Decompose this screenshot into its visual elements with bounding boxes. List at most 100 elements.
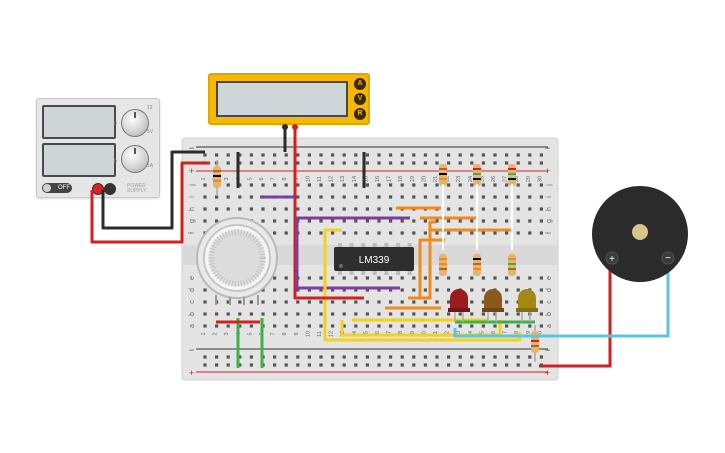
breadboard-hole[interactable]	[435, 153, 439, 157]
breadboard-hole[interactable]	[505, 153, 509, 157]
breadboard-hole[interactable]	[505, 324, 509, 328]
resistor-2[interactable]	[473, 164, 481, 186]
breadboard-hole[interactable]	[342, 195, 346, 199]
breadboard-hole[interactable]	[481, 153, 485, 157]
led-red[interactable]	[448, 289, 470, 322]
breadboard-hole[interactable]	[354, 231, 358, 235]
breadboard-hole[interactable]	[470, 183, 474, 187]
breadboard-hole[interactable]	[539, 324, 543, 328]
breadboard-hole[interactable]	[400, 219, 404, 223]
breadboard-hole[interactable]	[389, 219, 393, 223]
breadboard-hole[interactable]	[389, 183, 393, 187]
breadboard-hole[interactable]	[423, 231, 427, 235]
breadboard-hole[interactable]	[203, 153, 207, 157]
breadboard-hole[interactable]	[307, 219, 311, 223]
breadboard-hole[interactable]	[261, 161, 265, 165]
breadboard-hole[interactable]	[307, 207, 311, 211]
breadboard-hole[interactable]	[389, 207, 393, 211]
breadboard-hole[interactable]	[307, 363, 311, 367]
breadboard-hole[interactable]	[331, 219, 335, 223]
led-olive[interactable]	[516, 289, 538, 322]
breadboard-hole[interactable]	[528, 195, 532, 199]
breadboard-hole[interactable]	[238, 153, 242, 157]
breadboard-hole[interactable]	[296, 288, 300, 292]
breadboard-hole[interactable]	[516, 183, 520, 187]
breadboard-hole[interactable]	[412, 355, 416, 359]
breadboard-hole[interactable]	[238, 183, 242, 187]
breadboard-hole[interactable]	[342, 183, 346, 187]
breadboard-hole[interactable]	[273, 288, 277, 292]
breadboard-hole[interactable]	[505, 363, 509, 367]
breadboard-hole[interactable]	[319, 324, 323, 328]
breadboard-hole[interactable]	[458, 312, 462, 316]
breadboard-hole[interactable]	[505, 195, 509, 199]
negative-terminal[interactable]	[104, 183, 116, 195]
breadboard-hole[interactable]	[435, 276, 439, 280]
breadboard-hole[interactable]	[203, 195, 207, 199]
power-supply[interactable]: 0 5V 12 0 1A OFF POWER SUPPLY	[36, 98, 160, 198]
buzzer-negative-wire[interactable]	[453, 262, 670, 338]
breadboard-hole[interactable]	[400, 312, 404, 316]
breadboard-hole[interactable]	[447, 363, 451, 367]
breadboard-hole[interactable]	[435, 355, 439, 359]
breadboard-hole[interactable]	[470, 276, 474, 280]
breadboard-hole[interactable]	[342, 324, 346, 328]
breadboard-hole[interactable]	[307, 355, 311, 359]
breadboard-hole[interactable]	[238, 161, 242, 165]
breadboard-hole[interactable]	[203, 300, 207, 304]
breadboard-hole[interactable]	[400, 363, 404, 367]
breadboard-hole[interactable]	[365, 355, 369, 359]
breadboard-hole[interactable]	[389, 161, 393, 165]
breadboard-hole[interactable]	[412, 363, 416, 367]
breadboard-hole[interactable]	[226, 355, 230, 359]
breadboard-hole[interactable]	[249, 324, 253, 328]
breadboard-hole[interactable]	[458, 207, 462, 211]
breadboard-hole[interactable]	[377, 207, 381, 211]
breadboard-hole[interactable]	[412, 312, 416, 316]
breadboard-hole[interactable]	[354, 195, 358, 199]
breadboard-hole[interactable]	[528, 161, 532, 165]
breadboard-hole[interactable]	[505, 183, 509, 187]
breadboard-hole[interactable]	[342, 231, 346, 235]
breadboard-hole[interactable]	[470, 363, 474, 367]
breadboard-hole[interactable]	[307, 153, 311, 157]
breadboard-hole[interactable]	[226, 207, 230, 211]
breadboard-hole[interactable]	[331, 161, 335, 165]
breadboard-hole[interactable]	[481, 231, 485, 235]
breadboard-hole[interactable]	[493, 219, 497, 223]
breadboard-hole[interactable]	[412, 300, 416, 304]
breadboard-hole[interactable]	[412, 183, 416, 187]
breadboard-hole[interactable]	[284, 363, 288, 367]
breadboard-hole[interactable]	[273, 276, 277, 280]
breadboard-hole[interactable]	[284, 276, 288, 280]
breadboard-hole[interactable]	[447, 219, 451, 223]
breadboard-hole[interactable]	[296, 183, 300, 187]
breadboard-hole[interactable]	[435, 161, 439, 165]
breadboard-hole[interactable]	[354, 161, 358, 165]
orange-wire-4[interactable]	[408, 220, 436, 300]
breadboard-hole[interactable]	[481, 276, 485, 280]
breadboard-hole[interactable]	[203, 324, 207, 328]
breadboard-hole[interactable]	[296, 355, 300, 359]
breadboard-hole[interactable]	[528, 363, 532, 367]
breadboard-hole[interactable]	[203, 312, 207, 316]
breadboard-hole[interactable]	[377, 300, 381, 304]
breadboard-hole[interactable]	[539, 195, 543, 199]
breadboard-hole[interactable]	[470, 207, 474, 211]
yellow-wire-2[interactable]	[340, 320, 502, 337]
breadboard-hole[interactable]	[447, 355, 451, 359]
breadboard-hole[interactable]	[331, 300, 335, 304]
breadboard-hole[interactable]	[458, 355, 462, 359]
breadboard-hole[interactable]	[447, 312, 451, 316]
breadboard-hole[interactable]	[377, 219, 381, 223]
breadboard-hole[interactable]	[377, 355, 381, 359]
breadboard-hole[interactable]	[516, 161, 520, 165]
breadboard-hole[interactable]	[423, 324, 427, 328]
breadboard-hole[interactable]	[331, 355, 335, 359]
breadboard-hole[interactable]	[400, 153, 404, 157]
breadboard-hole[interactable]	[273, 161, 277, 165]
breadboard-hole[interactable]	[261, 300, 265, 304]
breadboard-hole[interactable]	[296, 312, 300, 316]
breadboard-hole[interactable]	[400, 355, 404, 359]
breadboard-hole[interactable]	[331, 324, 335, 328]
